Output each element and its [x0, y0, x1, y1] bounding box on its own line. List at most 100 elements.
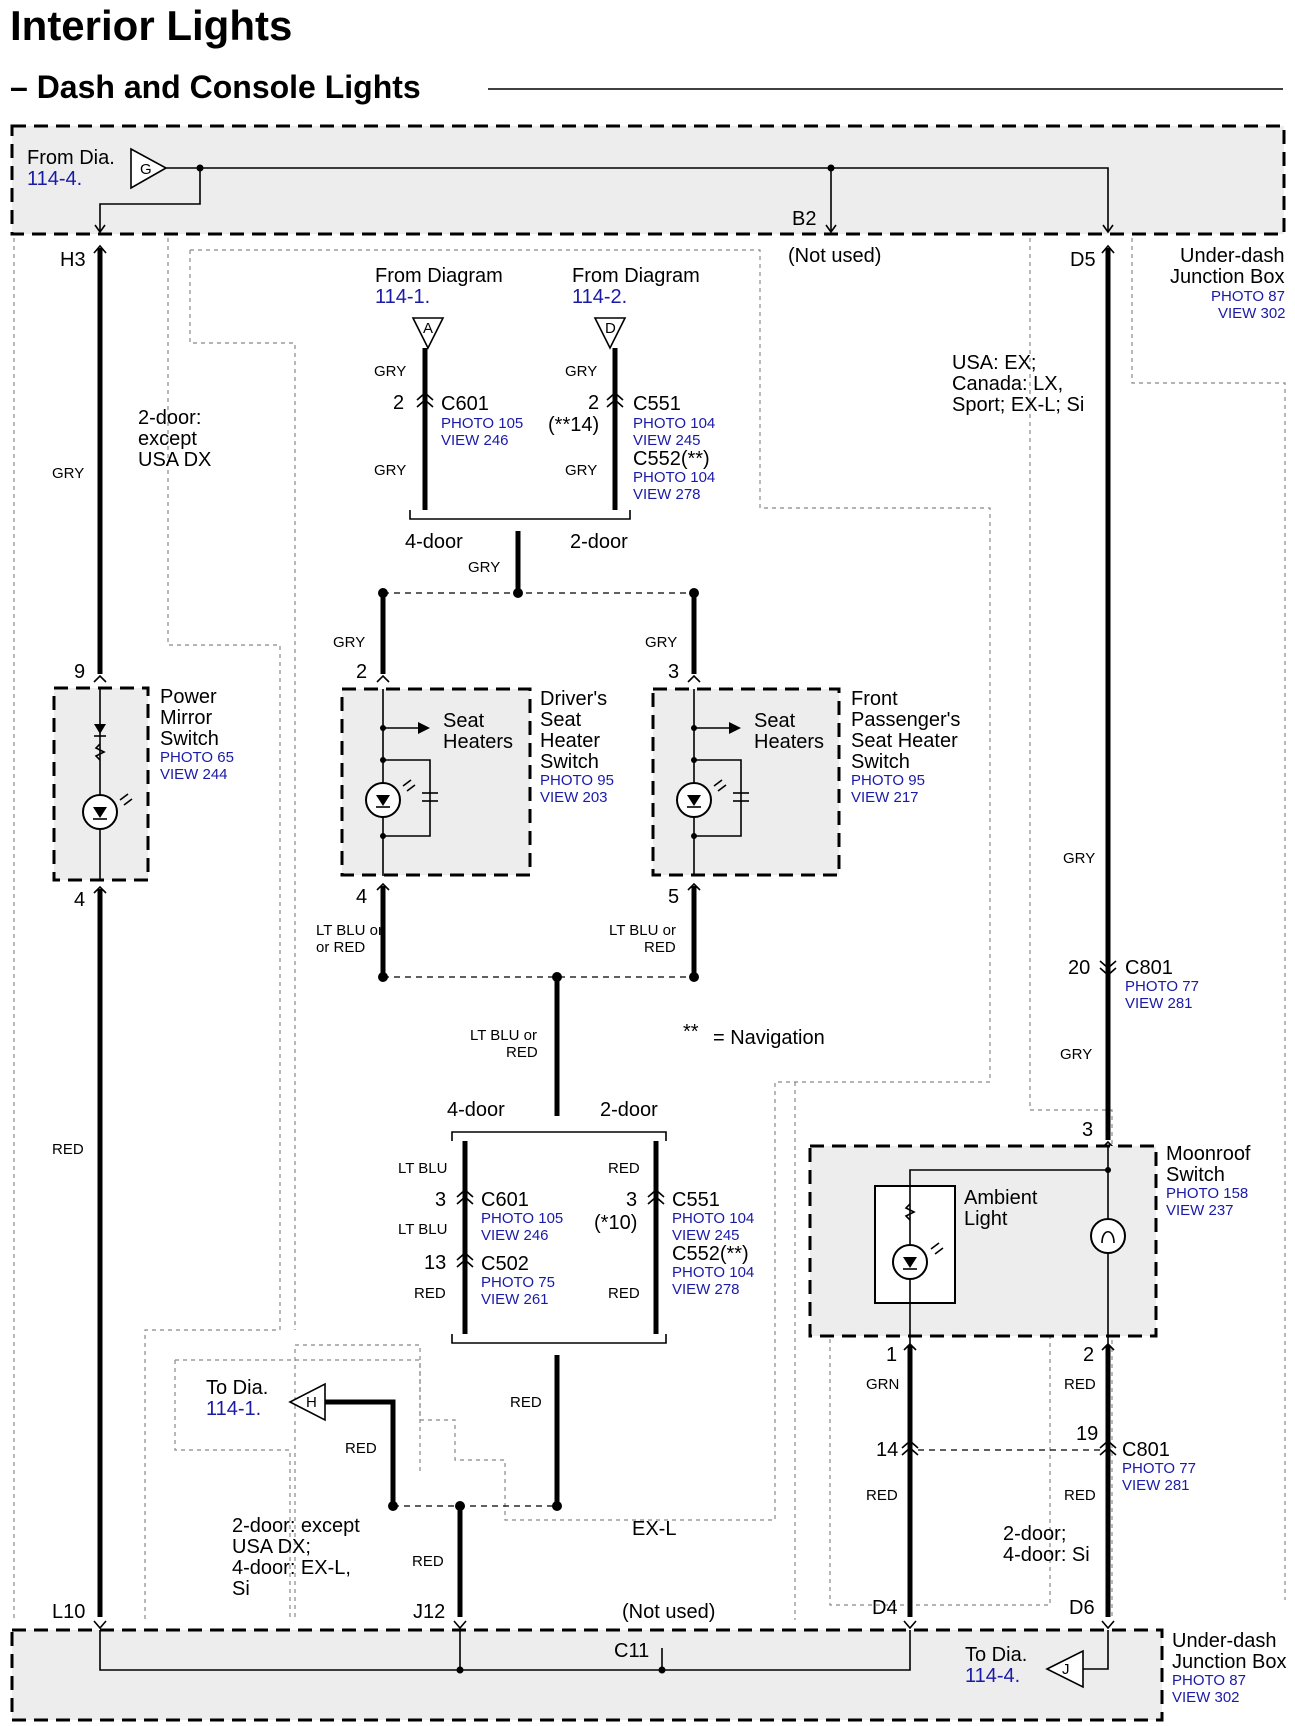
svg-text:1: 1	[886, 1344, 897, 1366]
svg-text:RED: RED	[1064, 1487, 1096, 1504]
svg-text:LT BLU or: LT BLU or	[316, 922, 383, 939]
svg-text:VIEW 302: VIEW 302	[1172, 1689, 1240, 1706]
connector-c801-bot-label: C801 PHOTO 77 VIEW 281	[1122, 1439, 1196, 1494]
svg-text:PHOTO 104: PHOTO 104	[672, 1264, 754, 1281]
svg-text:9: 9	[74, 661, 85, 683]
power-mirror-switch	[52, 686, 150, 882]
to-dia-j-label: To Dia. 114-4.	[965, 1644, 1027, 1687]
svg-text:GRY: GRY	[565, 363, 597, 380]
svg-text:C601: C601	[441, 393, 489, 415]
svg-text:USA DX;: USA DX;	[232, 1536, 311, 1558]
svg-text:114-1.: 114-1.	[375, 286, 430, 308]
svg-text:Seat Heater: Seat Heater	[851, 730, 958, 752]
b2-not-used: (Not used)	[788, 245, 881, 267]
svg-text:Heaters: Heaters	[443, 731, 513, 753]
svg-text:D: D	[605, 320, 616, 337]
svg-text:Seat: Seat	[540, 709, 582, 731]
junction-box-bottom	[10, 1628, 1164, 1722]
svg-text:PHOTO 158: PHOTO 158	[1166, 1185, 1248, 1202]
svg-text:VIEW 281: VIEW 281	[1125, 995, 1193, 1012]
svg-text:GRY: GRY	[333, 634, 365, 651]
svg-text:LT BLU: LT BLU	[398, 1221, 447, 1238]
svg-text:VIEW 278: VIEW 278	[633, 486, 701, 503]
svg-text:Heaters: Heaters	[754, 731, 824, 753]
svg-text:2: 2	[588, 392, 599, 414]
bottom-j-wire	[1083, 1630, 1109, 1670]
cond-usa-ex: USA: EX; Canada: LX, Sport; EX-L; Si	[952, 352, 1084, 416]
bottom-bus-wire	[99, 1630, 911, 1671]
resistor-icon	[94, 743, 106, 761]
svg-text:RED: RED	[52, 1141, 84, 1158]
svg-text:RED: RED	[414, 1285, 446, 1302]
junction-box-label-top: Under-dash Junction Box PHOTO 87 VIEW 30…	[1170, 245, 1286, 322]
from-dia-ref: 114-4.	[27, 168, 82, 190]
passenger-seat-inner-label: Seat Heaters	[754, 710, 824, 753]
svg-text:Mirror: Mirror	[160, 707, 213, 729]
svg-text:2-door;: 2-door;	[1003, 1523, 1066, 1545]
svg-text:Under-dash: Under-dash	[1180, 245, 1285, 267]
svg-text:PHOTO 104: PHOTO 104	[672, 1210, 754, 1227]
svg-text:Junction Box: Junction Box	[1170, 266, 1285, 288]
connector-j-icon	[1045, 1649, 1084, 1689]
svg-text:4-door: 4-door	[447, 1099, 505, 1121]
connector-c601-bot-icon	[456, 1188, 474, 1205]
svg-text:Switch: Switch	[1166, 1164, 1225, 1186]
svg-text:A: A	[423, 320, 433, 337]
passenger-seat-heater-switch	[651, 687, 841, 877]
junction-box-label-bottom: Under-dash Junction Box PHOTO 87 VIEW 30…	[1172, 1630, 1287, 1706]
from-diagram-a-label: From Diagram 114-1.	[375, 265, 503, 308]
svg-text:PHOTO 105: PHOTO 105	[481, 1210, 563, 1227]
svg-text:RED: RED	[506, 1044, 538, 1061]
bulb-filament-icon	[1101, 1230, 1115, 1244]
connector-a-icon	[411, 317, 445, 350]
svg-text:PHOTO 95: PHOTO 95	[540, 772, 614, 789]
moonroof-label: Moonroof Switch PHOTO 158 VIEW 237	[1166, 1143, 1251, 1219]
wire-to-h-red	[325, 1399, 396, 1506]
svg-text:Moonroof: Moonroof	[1166, 1143, 1251, 1165]
svg-text:114-4.: 114-4.	[965, 1665, 1020, 1687]
svg-text:Power: Power	[160, 686, 217, 708]
svg-text:20: 20	[1068, 957, 1090, 979]
connector-c801-bot-right-icon	[1099, 1439, 1117, 1456]
svg-text:4-door: EX-L,: 4-door: EX-L,	[232, 1557, 351, 1579]
top-h3-feed	[99, 168, 201, 232]
svg-text:VIEW 237: VIEW 237	[1166, 1202, 1234, 1219]
connector-c801-bot-left-icon	[901, 1439, 919, 1456]
connector-c551-bot-label: C551 PHOTO 104 VIEW 245 C552(**) PHOTO 1…	[672, 1189, 754, 1298]
svg-text:Canada: LX,: Canada: LX,	[952, 373, 1063, 395]
svg-text:Si: Si	[232, 1578, 250, 1600]
svg-text:GRY: GRY	[1060, 1046, 1092, 1063]
cond-2door-except-usa-dx: 2-door: except USA DX	[138, 407, 211, 471]
svg-text:PHOTO 104: PHOTO 104	[633, 469, 715, 486]
svg-text:USA: EX;: USA: EX;	[952, 352, 1036, 374]
cond-bottom-left: 2-door: except USA DX; 4-door: EX-L, Si	[232, 1515, 360, 1600]
svg-text:2-door: 2-door	[600, 1099, 658, 1121]
svg-text:C801: C801	[1122, 1439, 1170, 1461]
svg-text:C552(**): C552(**)	[672, 1243, 749, 1265]
junction-box-top	[10, 124, 1286, 236]
navigation-legend: ** = Navigation	[683, 1021, 825, 1049]
svg-text:Switch: Switch	[160, 728, 219, 750]
option-bracket-low	[451, 1334, 667, 1344]
svg-text:4-door: 4-door	[405, 531, 463, 553]
svg-text:LT BLU or: LT BLU or	[609, 922, 676, 939]
cond-2door-si: 2-door; 4-door: Si	[1003, 1523, 1090, 1566]
svg-text:RED: RED	[345, 1440, 377, 1457]
connector-c801-top-icon	[1099, 960, 1117, 977]
svg-text:GRY: GRY	[565, 462, 597, 479]
passenger-seat-label: Front Passenger's Seat Heater Switch PHO…	[851, 688, 960, 806]
svg-text:3: 3	[668, 661, 679, 683]
svg-text:VIEW 278: VIEW 278	[672, 1281, 740, 1298]
to-dia-h-label: To Dia. 114-1.	[206, 1377, 268, 1420]
svg-text:or RED: or RED	[316, 939, 365, 956]
option-bracket-mid	[451, 1131, 667, 1141]
svg-text:2-door: 2-door	[570, 531, 628, 553]
svg-text:3: 3	[435, 1189, 446, 1211]
svg-text:Heater: Heater	[540, 730, 600, 752]
svg-text:Front: Front	[851, 688, 898, 710]
svg-text:PHOTO 87: PHOTO 87	[1172, 1672, 1246, 1689]
connector-c601-top-icon	[416, 391, 434, 408]
svg-text:RED: RED	[866, 1487, 898, 1504]
svg-text:GRY: GRY	[1063, 850, 1095, 867]
